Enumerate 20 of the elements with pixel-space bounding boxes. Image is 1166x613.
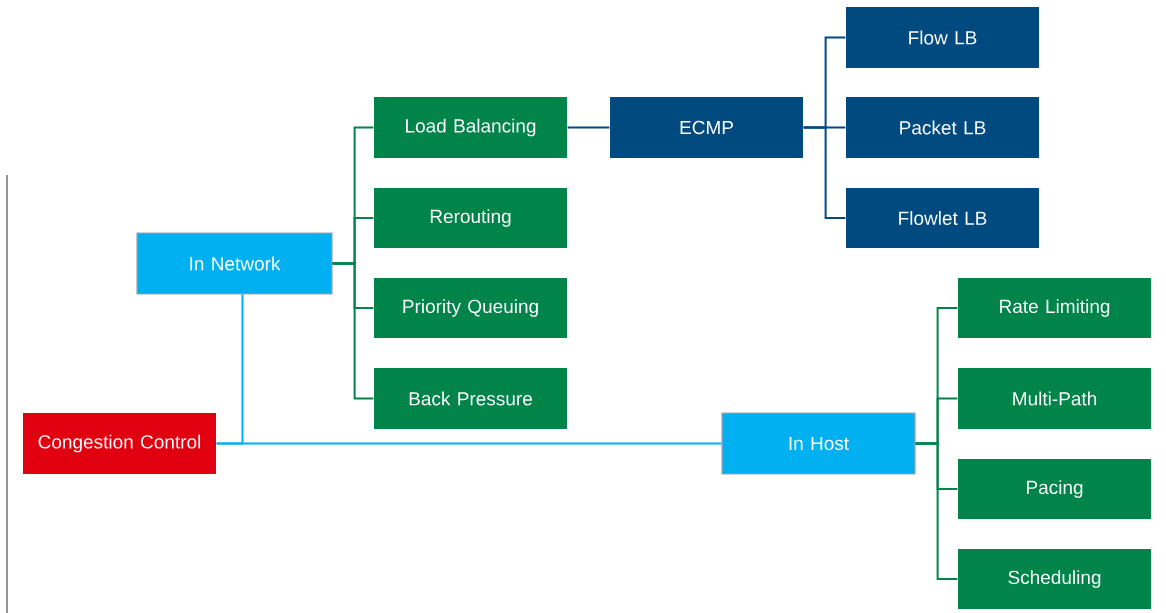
connector-line — [914, 442, 959, 580]
category-box: Scheduling — [958, 549, 1151, 609]
category-box: Rerouting — [374, 188, 567, 248]
category-box: Rate Limiting — [958, 278, 1151, 338]
category-box: ECMP — [610, 97, 803, 158]
category-box: Priority Queuing — [374, 278, 567, 338]
connector-line — [215, 442, 723, 445]
category-box: In Network — [136, 232, 333, 295]
category-box: Packet LB — [846, 97, 1039, 158]
category-box: Load Balancing — [374, 97, 567, 158]
category-box: Pacing — [958, 459, 1151, 519]
category-box: In Host — [721, 412, 916, 475]
category-box: Back Pressure — [374, 368, 567, 429]
connector-line — [331, 262, 375, 400]
category-box: Congestion Control — [23, 413, 216, 474]
connector-line — [802, 126, 847, 219]
connector-line — [566, 126, 611, 129]
category-box: Flowlet LB — [846, 188, 1039, 248]
category-box: Multi-Path — [958, 368, 1151, 429]
category-box: Flow LB — [846, 7, 1039, 68]
